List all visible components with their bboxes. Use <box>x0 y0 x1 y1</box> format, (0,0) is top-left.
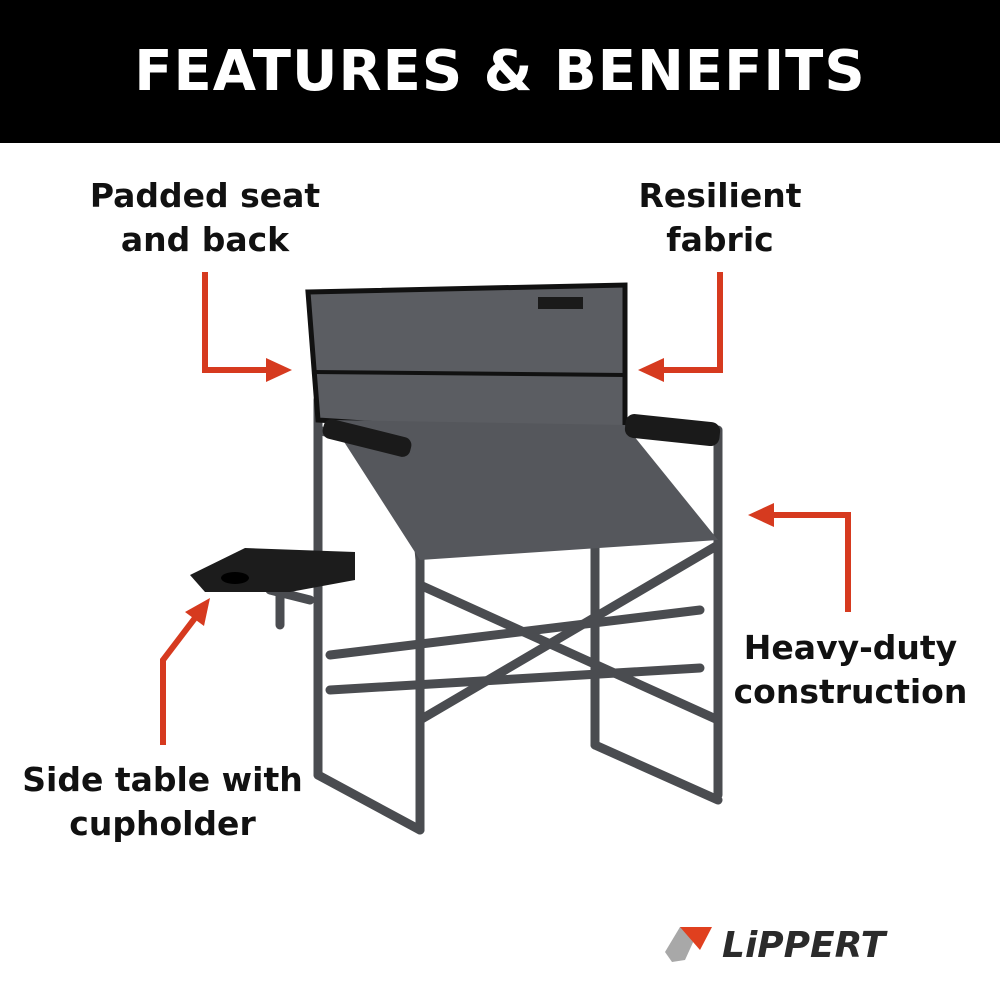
callout-text: Side table with <box>22 760 303 799</box>
callout-padded-seat: Padded seat and back <box>80 174 330 262</box>
callout-text: Resilient <box>638 176 802 215</box>
callout-text: and back <box>120 220 290 259</box>
logo-text: LiPPERT <box>722 925 888 966</box>
arrow-construction <box>772 512 851 612</box>
arrowhead-icon <box>638 358 664 382</box>
arrowhead-icon <box>266 358 292 382</box>
callout-heavy-duty: Heavy-duty construction <box>728 626 973 714</box>
arrow-table <box>160 616 198 745</box>
callout-arrows <box>160 272 851 745</box>
armrest-left <box>322 419 412 457</box>
armrest-right <box>624 414 721 447</box>
page-title: FEATURES & BENEFITS <box>134 39 866 104</box>
cupholder <box>221 572 249 584</box>
lippert-logo: LiPPERT <box>665 925 888 966</box>
arrowhead-icon <box>185 598 210 626</box>
callout-resilient-fabric: Resilient fabric <box>620 174 820 262</box>
arrow-padded <box>202 272 268 373</box>
callout-text: Heavy-duty <box>743 628 958 667</box>
callout-text: Padded seat <box>89 176 321 215</box>
brand-tag <box>538 297 583 309</box>
callout-side-table: Side table with cupholder <box>15 758 310 846</box>
side-table <box>190 548 355 592</box>
callout-text: cupholder <box>69 804 256 843</box>
chair-seat <box>330 420 718 560</box>
arrowhead-icon <box>748 503 774 527</box>
header-banner: FEATURES & BENEFITS <box>0 0 1000 143</box>
arrow-fabric <box>662 272 723 373</box>
callout-text: construction <box>733 672 968 711</box>
callout-text: fabric <box>666 220 774 259</box>
